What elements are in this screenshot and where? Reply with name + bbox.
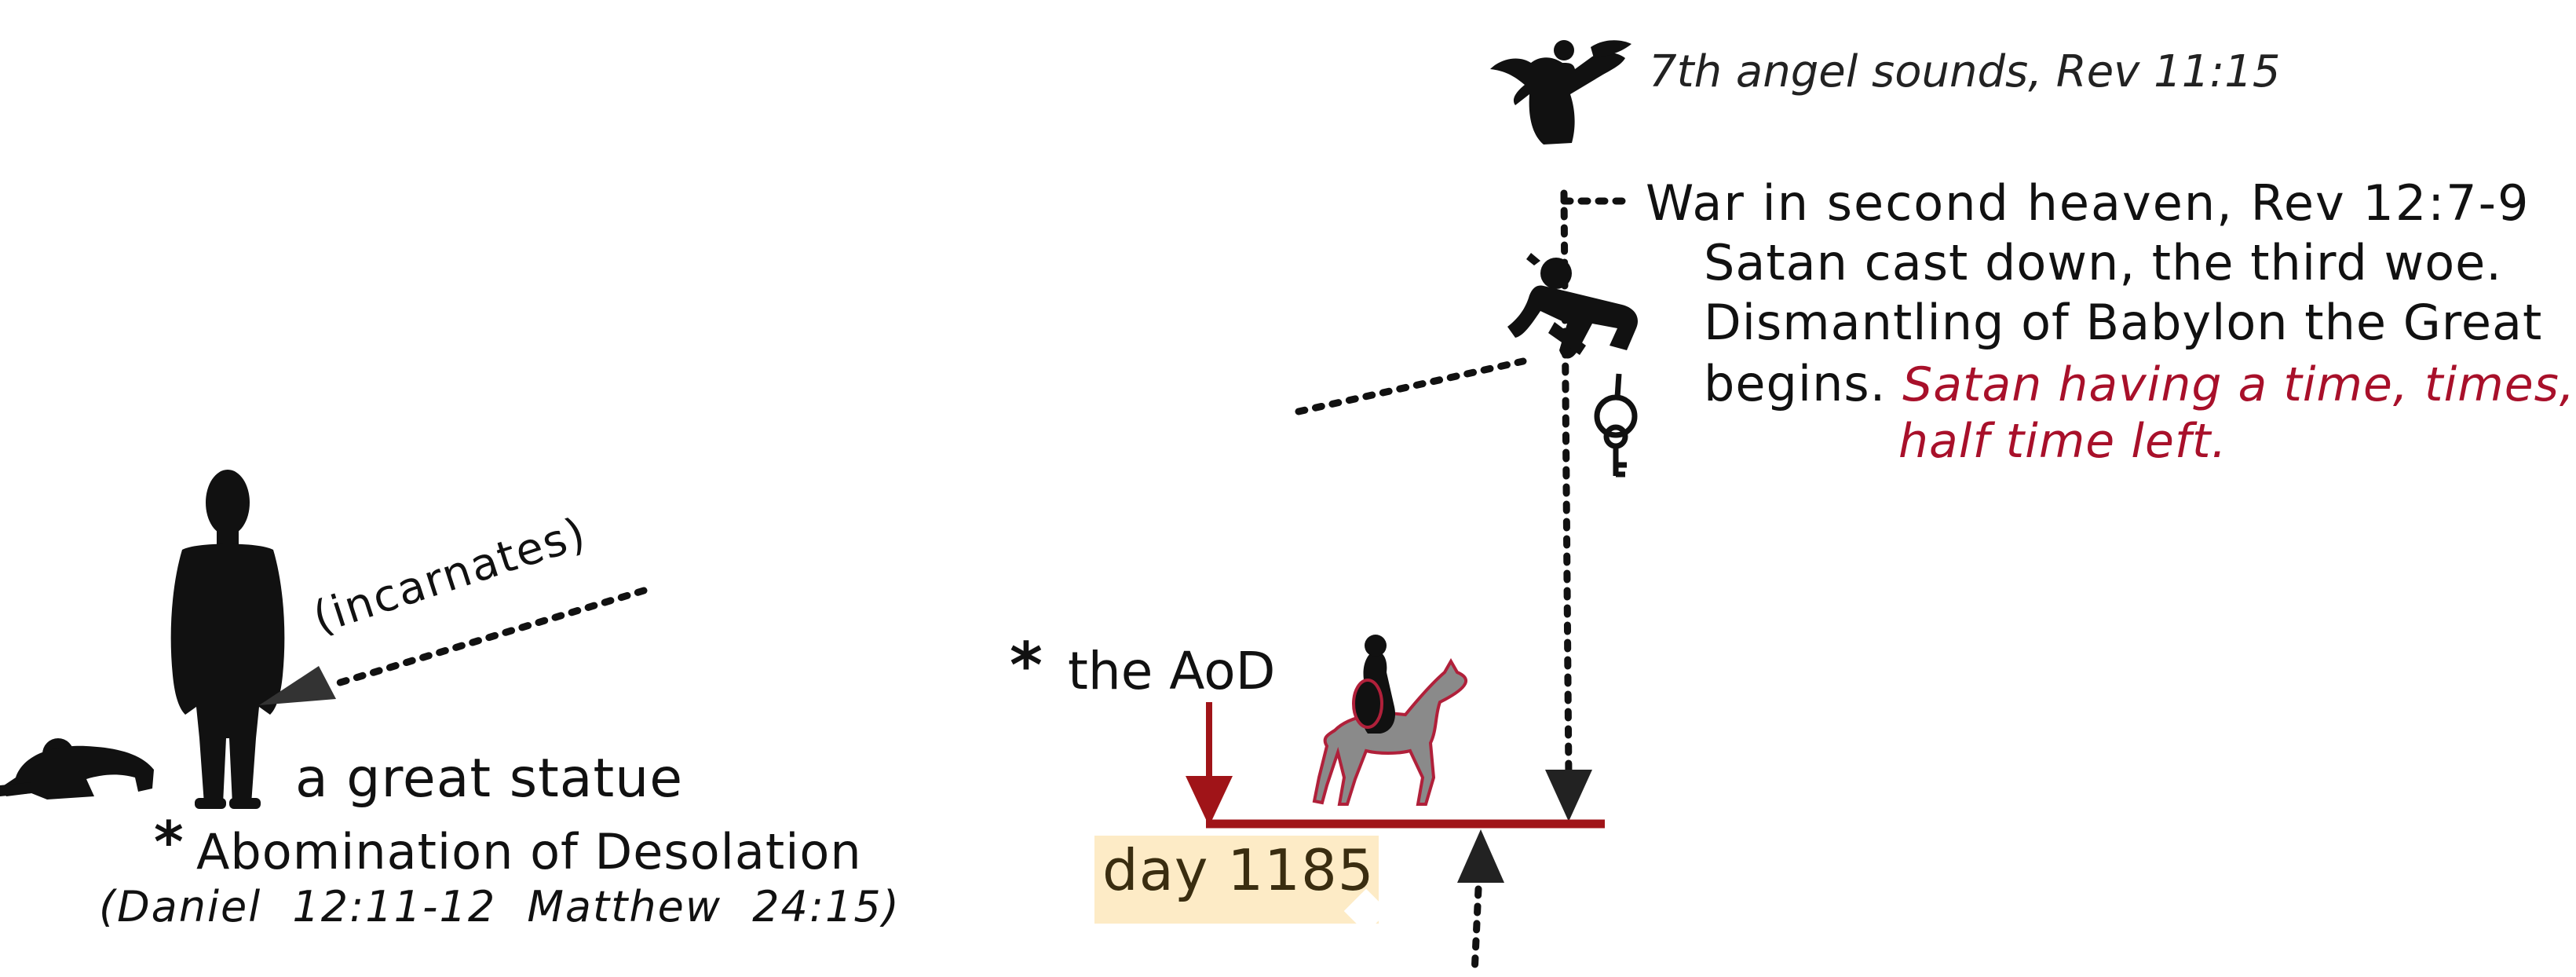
arrowhead-to-statue bbox=[259, 666, 336, 705]
abomination-label: Abomination of Desolation bbox=[196, 823, 862, 880]
kneeling-man-icon bbox=[0, 738, 154, 800]
aod-arrowhead bbox=[1186, 776, 1233, 826]
scripture-references: (Daniel 12:11-12 Matthew 24:15) bbox=[99, 882, 901, 931]
falling-man-icon bbox=[1507, 253, 1638, 359]
aod-star: * bbox=[1010, 629, 1043, 702]
satan-time-label: Satan having a time, times, bbox=[1902, 357, 2575, 412]
dotted-vertical-angel bbox=[1560, 189, 1573, 781]
war-heaven-label: War in second heaven, Rev 12:7-9 bbox=[1646, 174, 2530, 232]
dotted-line-incarnates bbox=[334, 587, 648, 687]
abomination-star: * bbox=[154, 809, 184, 875]
arrowhead-down-timeline bbox=[1545, 770, 1592, 821]
satan-cast-down-label: Satan cast down, the third woe. bbox=[1704, 234, 2503, 291]
dotted-line-left-of-satan bbox=[1295, 357, 1527, 415]
statue-label: a great statue bbox=[295, 748, 684, 810]
aod-label: the AoD bbox=[1068, 641, 1276, 701]
begins-line: begins. Satan having a time, times, bbox=[1704, 360, 2575, 409]
dotted-vertical-bottom bbox=[1471, 868, 1483, 977]
dismantling-label: Dismantling of Babylon the Great bbox=[1704, 294, 2543, 351]
angel-caption: 7th angel sounds, Rev 11:15 bbox=[1649, 46, 2281, 97]
arrowhead-up-timeline bbox=[1457, 829, 1504, 883]
day-label: day 1185 bbox=[1102, 837, 1375, 903]
begins-label: begins. bbox=[1704, 355, 1887, 412]
statue-icon bbox=[170, 470, 285, 809]
angel-icon bbox=[1490, 40, 1631, 145]
half-time-label: half time left. bbox=[1898, 414, 2227, 469]
key-icon bbox=[1594, 373, 1638, 478]
horse-rider-icon bbox=[1312, 635, 1468, 806]
day-badge bbox=[1094, 836, 1379, 924]
